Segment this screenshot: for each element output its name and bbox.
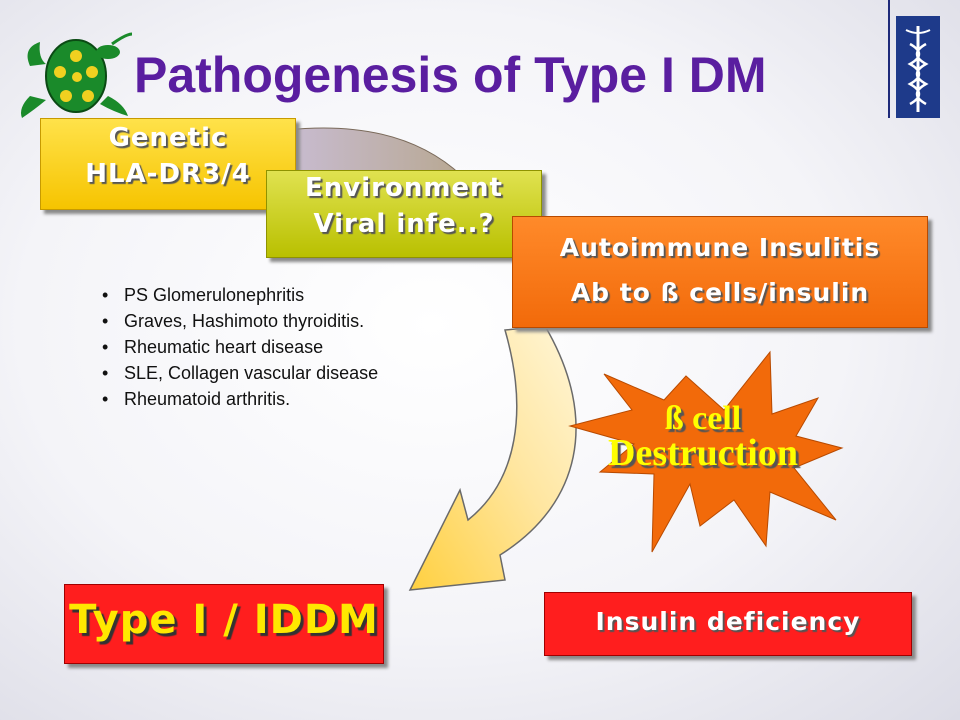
autoimmune-detail: Ab to ß cells/insulin	[570, 278, 870, 307]
list-item: SLE, Collagen vascular disease	[100, 360, 378, 386]
starburst-icon	[568, 350, 844, 553]
environment-label: Environment	[305, 173, 503, 203]
associated-diseases-list: PS Glomerulonephritis Graves, Hashimoto …	[100, 282, 378, 412]
autoimmune-label: Autoimmune Insulitis	[559, 233, 881, 262]
genetic-label: Genetic	[108, 123, 228, 153]
list-item: PS Glomerulonephritis	[100, 282, 378, 308]
list-item: Rheumatic heart disease	[100, 334, 378, 360]
list-item: Graves, Hashimoto thyroiditis.	[100, 308, 378, 334]
genetic-box: Genetic HLA-DR3/4	[40, 118, 296, 210]
environment-box: Environment Viral infe..?	[266, 170, 542, 258]
destruction-line1: ß cell	[664, 400, 742, 437]
genetic-detail: HLA-DR3/4	[85, 159, 251, 189]
outcome-label: Type I / IDDM	[69, 597, 379, 643]
destruction-label: ß cell Destruction	[578, 400, 828, 474]
destruction-line2: Destruction	[608, 432, 798, 474]
caduceus-icon	[896, 16, 940, 118]
list-item: Rheumatoid arthritis.	[100, 386, 378, 412]
slide-title: Pathogenesis of Type I DM	[134, 47, 767, 103]
deficiency-box: Insulin deficiency	[544, 592, 912, 656]
header-divider	[888, 0, 890, 118]
curved-arrow-icon	[408, 325, 577, 591]
deficiency-label: Insulin deficiency	[595, 607, 861, 636]
autoimmune-box: Autoimmune Insulitis Ab to ß cells/insul…	[512, 216, 928, 328]
outcome-box: Type I / IDDM	[64, 584, 384, 664]
turtle-logo-icon	[21, 32, 133, 118]
environment-detail: Viral infe..?	[313, 209, 495, 239]
